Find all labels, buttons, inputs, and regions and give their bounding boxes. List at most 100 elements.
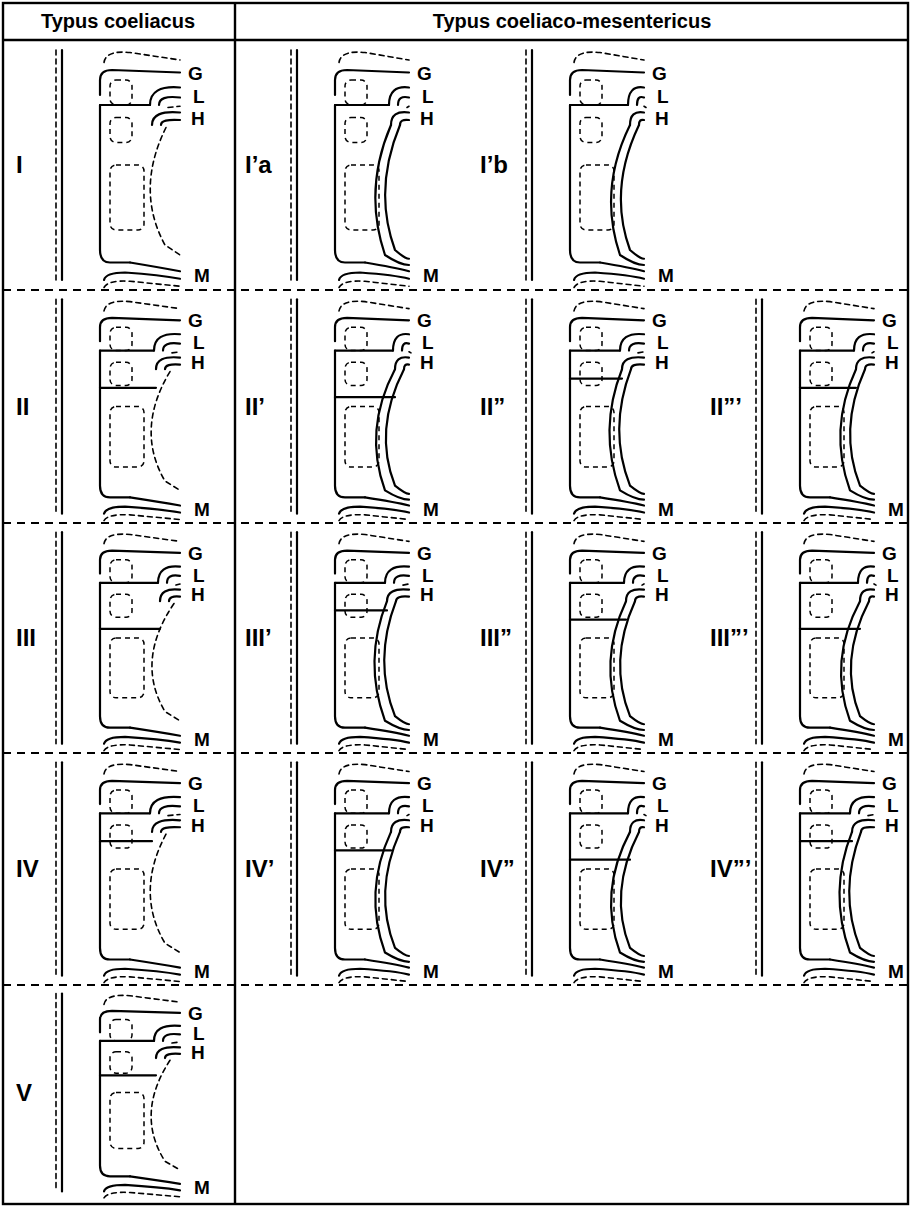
lienal-branch	[389, 87, 409, 105]
artery-letter: M	[194, 266, 210, 285]
segment-contour	[580, 869, 614, 929]
artery-letter: L	[193, 565, 205, 584]
vessel-contour	[804, 764, 874, 774]
mesenteric-trunk	[610, 601, 644, 730]
mesenteric-trunk	[841, 601, 874, 730]
arterial-trunk	[570, 105, 600, 263]
lienal-branch	[620, 334, 644, 351]
vessel-contour	[872, 352, 874, 353]
hepatic-branch	[865, 364, 874, 369]
artery-letter: L	[422, 333, 434, 352]
mesenteric-branch	[130, 1176, 180, 1184]
vessel-contour	[574, 534, 644, 544]
hepatic-branch	[631, 364, 644, 369]
mesenteric-branch	[339, 969, 409, 976]
variant-numeral: IV”	[480, 857, 515, 881]
segment-contour	[810, 560, 832, 583]
artery-letter: H	[191, 108, 205, 127]
vessel-contour	[804, 977, 874, 983]
trunk-link	[335, 609, 387, 611]
aorta-wall	[761, 299, 763, 513]
lienal-branch	[859, 806, 874, 813]
artery-letter: L	[422, 565, 434, 584]
mesenteric-trunk	[385, 125, 409, 259]
vessel-contour	[104, 745, 180, 751]
aorta-wall	[525, 50, 527, 280]
arterial-trunk	[335, 351, 365, 498]
artery-letter: M	[658, 500, 674, 519]
vessel-contour	[339, 745, 409, 751]
gastric-branch	[335, 70, 409, 95]
trunk-link	[800, 840, 852, 842]
vessel-contour	[574, 52, 644, 62]
segment-contour	[580, 165, 614, 230]
vessel-contour	[176, 584, 180, 585]
mesenteric-trunk	[375, 832, 409, 962]
mesenteric-branch	[600, 728, 644, 736]
vessel-contour	[574, 977, 644, 983]
vessel-contour	[104, 995, 180, 1004]
variant-numeral: III”’	[710, 626, 749, 650]
artery-letter: M	[194, 500, 210, 519]
mesenteric-trunk	[849, 832, 874, 956]
artery-letter: L	[193, 1024, 205, 1043]
variant-numeral: IV’	[245, 857, 274, 881]
aorta-wall	[55, 994, 57, 1192]
trunk-link	[100, 628, 160, 630]
vessel-contour	[150, 128, 180, 256]
aorta-wall	[296, 299, 298, 513]
aorta-wall	[755, 299, 757, 513]
mesenteric-branch	[104, 1185, 180, 1191]
artery-letter: G	[188, 774, 203, 793]
hepatic-branch	[169, 596, 180, 601]
lienal-branch	[398, 97, 409, 105]
mesenteric-branch	[130, 497, 180, 505]
aorta-wall	[290, 532, 292, 744]
trunk-link	[100, 387, 156, 389]
aorta-wall	[61, 994, 63, 1192]
aorta-wall	[755, 762, 757, 975]
aorta-wall	[61, 762, 63, 975]
segment-contour	[345, 407, 379, 468]
arterial-trunk	[570, 583, 600, 728]
artery-letter: H	[885, 585, 899, 604]
hepatic-branch	[395, 357, 409, 369]
artery-letter: G	[882, 311, 897, 330]
lienal-branch	[150, 797, 180, 813]
artery-letter: H	[420, 353, 434, 372]
segment-contour	[810, 638, 844, 698]
vessel-contour	[409, 352, 411, 353]
aorta-wall	[531, 762, 533, 975]
mesenteric-branch	[339, 507, 409, 514]
hepatic-branch	[391, 820, 409, 832]
arterial-trunk	[570, 813, 600, 959]
mesenteric-branch	[830, 497, 874, 505]
artery-letter: L	[657, 333, 669, 352]
aorta-wall	[531, 50, 533, 280]
trunk-link	[800, 628, 860, 630]
artery-letter: L	[887, 333, 899, 352]
segment-contour	[110, 790, 132, 813]
lienal-branch	[159, 806, 180, 813]
vessel-contour	[574, 745, 644, 751]
vessel-contour	[804, 534, 874, 544]
variant-numeral: I’b	[480, 153, 508, 177]
artery-letter: H	[420, 585, 434, 604]
artery-letter: H	[885, 815, 899, 834]
segment-contour	[580, 80, 602, 105]
artery-letter: M	[888, 730, 904, 749]
arterial-trunk	[335, 583, 365, 728]
mesenteric-branch	[130, 728, 180, 736]
aorta-wall	[755, 532, 757, 744]
arterial-trunk	[800, 813, 830, 959]
variant-numeral: V	[16, 1081, 32, 1105]
artery-letter: L	[193, 87, 205, 106]
mesenteric-branch	[365, 728, 409, 736]
lienal-branch	[393, 334, 409, 351]
aorta-wall	[55, 762, 57, 975]
vessel-contour	[574, 764, 644, 774]
mesenteric-trunk	[384, 601, 409, 724]
segment-contour	[345, 790, 367, 813]
artery-letter: L	[422, 87, 434, 106]
mesenteric-branch	[365, 959, 409, 967]
